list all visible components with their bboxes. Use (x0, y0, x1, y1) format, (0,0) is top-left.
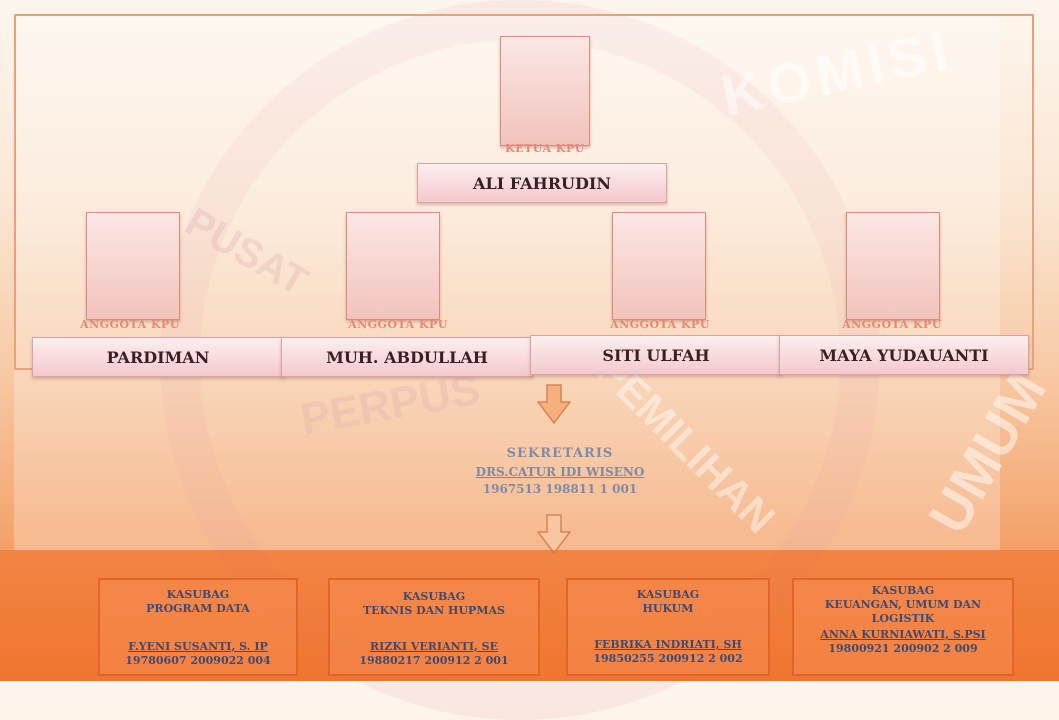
kasubag-nip: 19800921 200902 2 009 (828, 642, 978, 655)
kasubag-box-program-data: KASUBAG PROGRAM DATA F.YENI SUSANTI, S. … (98, 578, 298, 676)
kasubag-title: KASUBAG (402, 590, 466, 603)
anggota-photo (846, 212, 940, 320)
kasubag-name: RIZKI VERIANTI, SE (370, 640, 498, 653)
anggota-name-box: PARDIMAN (32, 337, 284, 377)
kasubag-title: KASUBAG (636, 588, 700, 601)
kasubag-unit: KEUANGAN, UMUM DAN LOGISTIK (824, 598, 982, 625)
anggota-name-box: MAYA YUDAUANTI (779, 335, 1029, 375)
ketua-role: KETUA KPU (505, 142, 585, 155)
kasubag-name: ANNA KURNIAWATI, S.PSI (820, 628, 986, 641)
anggota-name-box: MUH. ABDULLAH (281, 337, 533, 377)
sekretaris-nip: 1967513 198811 1 001 (482, 482, 638, 496)
anggota-photo (86, 212, 180, 320)
anggota-role: ANGGOTA KPU (842, 318, 942, 331)
kasubag-name: F.YENI SUSANTI, S. IP (128, 640, 268, 653)
anggota-photo (346, 212, 440, 320)
kasubag-box-teknis: KASUBAG TEKNIS DAN HUPMAS RIZKI VERIANTI… (328, 578, 540, 676)
kasubag-box-hukum: KASUBAG HUKUM FEBRIKA INDRIATI, SH 19850… (566, 578, 770, 676)
down-arrow-icon (537, 384, 571, 424)
anggota-role: ANGGOTA KPU (610, 318, 710, 331)
kasubag-nip: 19780607 2009022 004 (125, 654, 271, 667)
anggota-role: ANGGOTA KPU (80, 318, 180, 331)
ketua-photo (500, 36, 590, 146)
down-arrow-icon (537, 514, 571, 554)
kasubag-nip: 19850255 200912 2 002 (593, 652, 743, 665)
anggota-photo (612, 212, 706, 320)
sekretaris-title: SEKRETARIS (506, 446, 614, 461)
kasubag-title: KASUBAG (871, 584, 935, 597)
kasubag-unit: TEKNIS DAN HUPMAS (363, 604, 505, 617)
kasubag-nip: 19880217 200912 2 001 (359, 654, 509, 667)
kasubag-title: KASUBAG (166, 588, 230, 601)
kasubag-box-keuangan: KASUBAG KEUANGAN, UMUM DAN LOGISTIK ANNA… (792, 578, 1014, 676)
anggota-role: ANGGOTA KPU (348, 318, 448, 331)
kasubag-unit: HUKUM (642, 602, 694, 615)
sekretaris-name: DRS.CATUR IDI WISENO (475, 465, 645, 479)
ketua-name-box: ALI FAHRUDIN (417, 163, 667, 203)
kasubag-unit: PROGRAM DATA (146, 602, 250, 615)
kasubag-name: FEBRIKA INDRIATI, SH (594, 638, 742, 651)
anggota-name-box: SITI ULFAH (530, 335, 782, 375)
